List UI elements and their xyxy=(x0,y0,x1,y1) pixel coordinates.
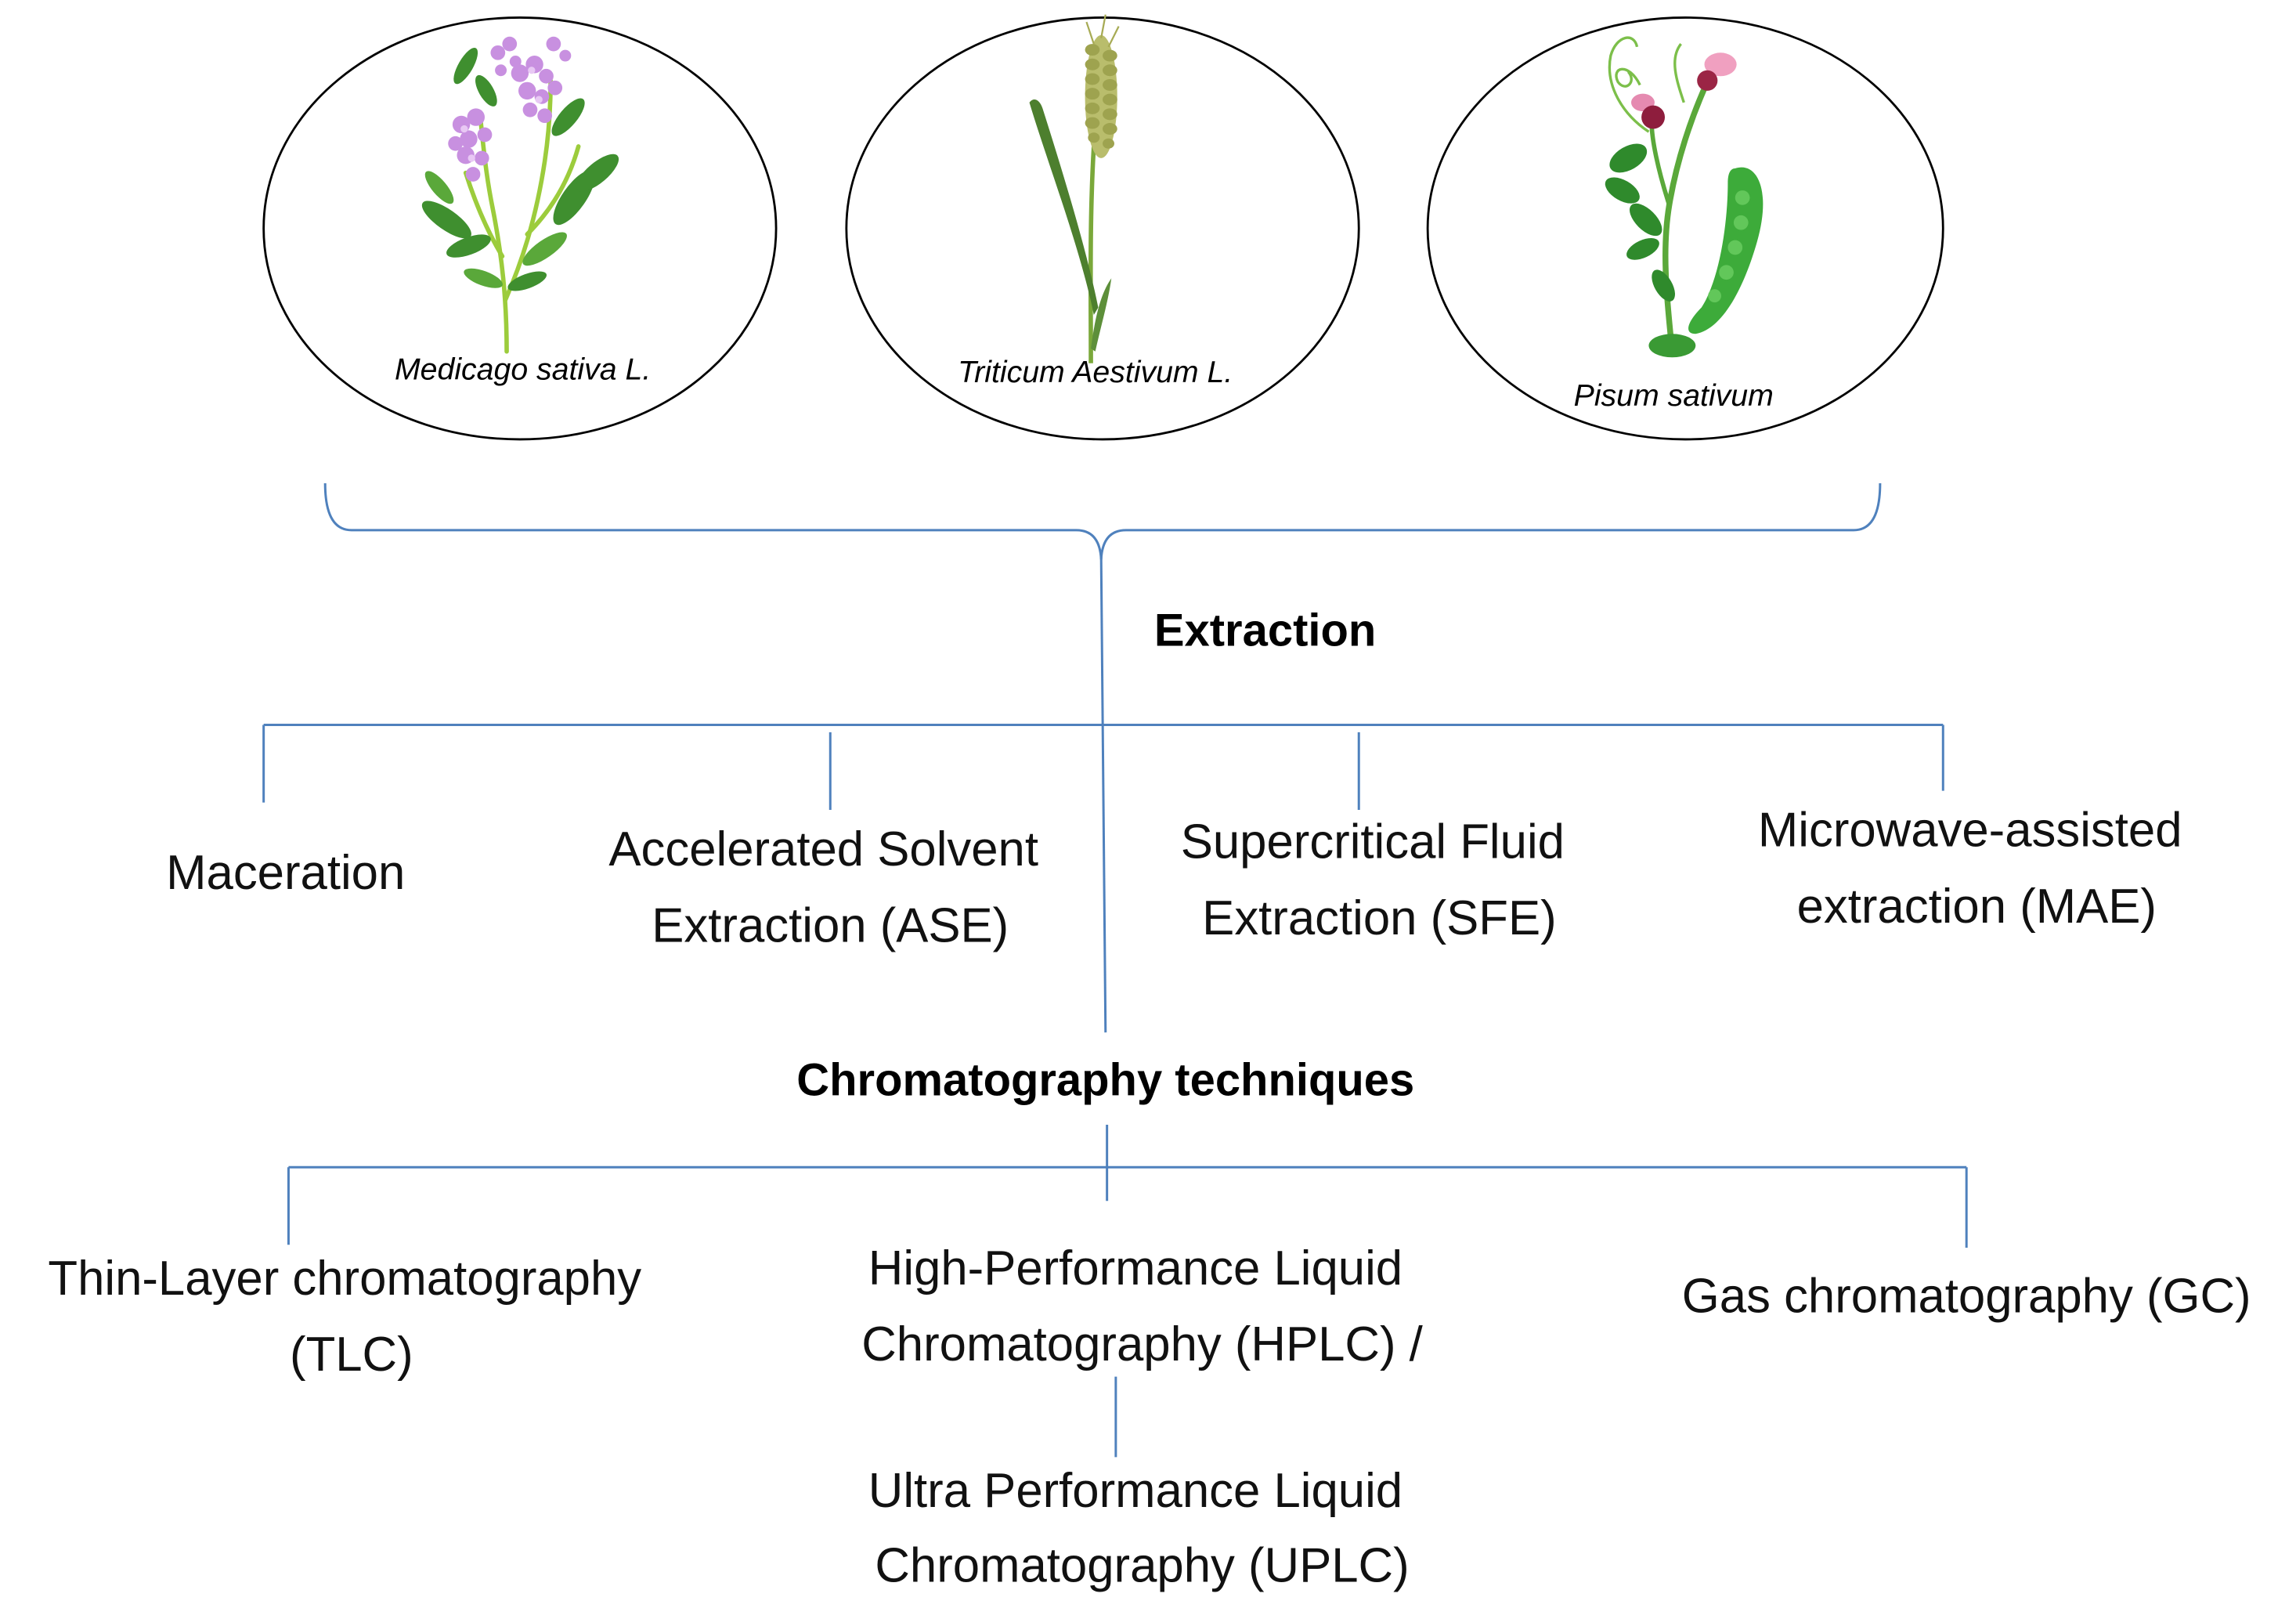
extraction-method-maceration: Maceration xyxy=(166,846,405,900)
technique-line: High-Performance Liquid xyxy=(868,1241,1403,1295)
oval-outline xyxy=(845,16,1360,441)
method-line: Extraction (SFE) xyxy=(1202,891,1556,945)
chromatography-heading: Chromatography techniques xyxy=(796,1056,1414,1106)
extraction-heading: Extraction xyxy=(1154,606,1376,656)
plant-oval-medicago: Medicago sativa L. xyxy=(262,16,778,441)
extraction-method-mae: Microwave-assisted extraction (MAE) xyxy=(1758,804,2196,934)
technique-line: Gas chromatography (GC) xyxy=(1682,1269,2251,1323)
wheat-base-leaf xyxy=(1091,278,1112,352)
extraction-method-ase: Accelerated Solvent Extraction (ASE) xyxy=(608,822,1052,952)
plants-brace xyxy=(323,483,1882,560)
plant-label-triticum: Triticum Aestivum L. xyxy=(958,355,1233,389)
wheat-plant-illustration xyxy=(1029,14,1120,363)
technique-line: (TLC) xyxy=(290,1328,413,1382)
alfalfa-leaves xyxy=(421,47,619,291)
method-line: Maceration xyxy=(166,846,405,900)
technique-tlc: Thin-Layer chromatography (TLC) xyxy=(48,1252,655,1382)
technique-line: Chromatography (HPLC) / xyxy=(861,1317,1423,1371)
method-line: extraction (MAE) xyxy=(1797,880,2157,934)
pea-leaves xyxy=(1605,143,1696,358)
technique-line: Chromatography (UPLC) xyxy=(875,1538,1409,1592)
alfalfa-plant-illustration xyxy=(421,36,619,354)
pea-tendrils xyxy=(1608,36,1685,133)
technique-uplc: Ultra Performance Liquid Chromatography … xyxy=(868,1464,1416,1592)
plant-label-medicago: Medicago sativa L. xyxy=(395,352,651,386)
connector-lines xyxy=(262,483,1968,1458)
technique-line: Thin-Layer chromatography xyxy=(48,1252,641,1306)
extraction-method-sfe: Supercritical Fluid Extraction (SFE) xyxy=(1181,815,1578,945)
plant-oval-triticum: Triticum Aestivum L. xyxy=(845,14,1360,441)
pea-pod xyxy=(1688,167,1764,334)
wheat-blade-leaf xyxy=(1029,99,1099,315)
pea-plant-illustration xyxy=(1605,36,1764,358)
plant-oval-pisum: Pisum sativum xyxy=(1426,16,1944,441)
alfalfa-stems xyxy=(463,78,581,354)
method-line: Microwave-assisted xyxy=(1758,804,2182,858)
technique-line: Ultra Performance Liquid xyxy=(868,1464,1403,1518)
technique-gc: Gas chromatography (GC) xyxy=(1682,1269,2251,1323)
pea-flowers xyxy=(1631,52,1737,129)
method-line: Extraction (ASE) xyxy=(652,898,1009,952)
wheat-ear xyxy=(1085,14,1120,158)
method-line: Supercritical Fluid xyxy=(1181,815,1565,869)
method-line: Accelerated Solvent xyxy=(608,822,1038,876)
main-trunk-line xyxy=(1099,556,1107,1033)
wheat-stem xyxy=(1088,146,1096,363)
oval-outline xyxy=(262,16,778,441)
technique-hplc: High-Performance Liquid Chromatography (… xyxy=(861,1241,1423,1371)
oval-outline xyxy=(1426,16,1944,441)
plant-label-pisum: Pisum sativum xyxy=(1574,378,1774,413)
alfalfa-flowers xyxy=(448,36,572,182)
